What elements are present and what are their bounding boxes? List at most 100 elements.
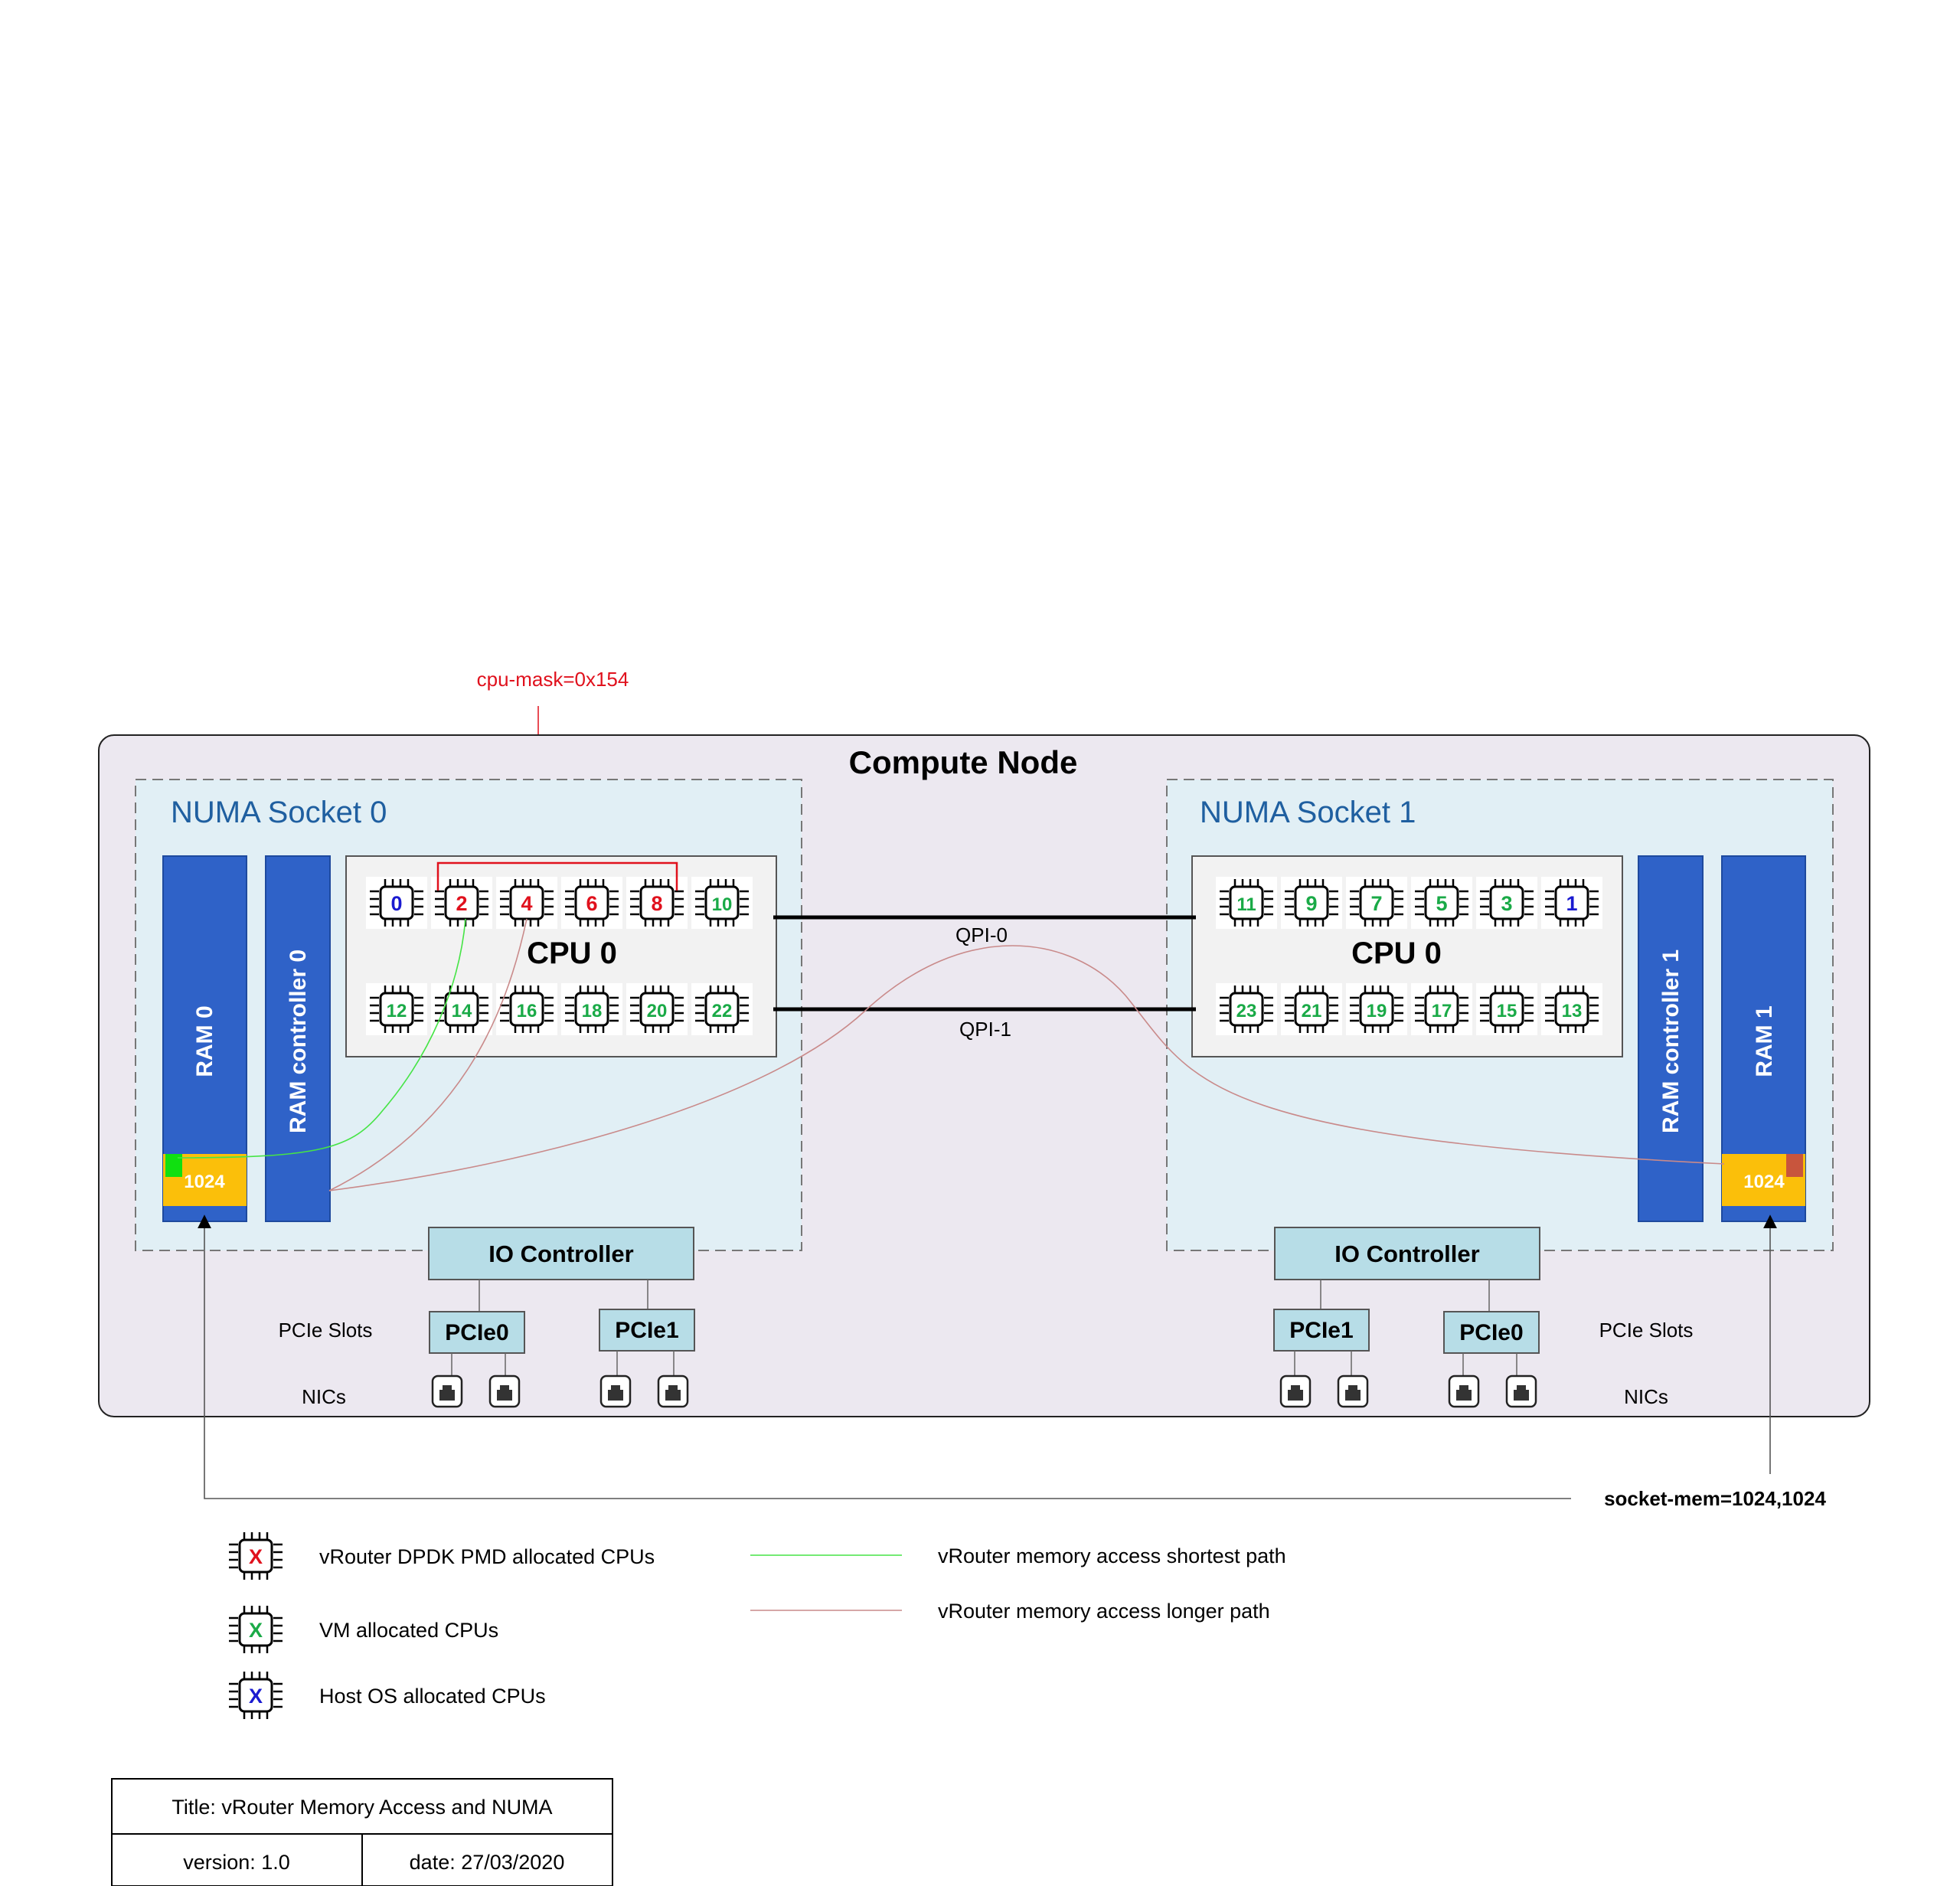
- nic-port-icon: [431, 1374, 463, 1408]
- pcie-slots-label: PCIe Slots: [279, 1319, 373, 1342]
- io-controller: [428, 1227, 694, 1280]
- title-block-date: date: 27/03/2020: [410, 1851, 565, 1874]
- hugepage-value: 1024: [184, 1172, 225, 1192]
- cpu-core-label: X: [249, 1545, 263, 1568]
- cpu-core: 10: [691, 877, 753, 929]
- cpu-core-label: X: [249, 1619, 263, 1642]
- legend-cpu-icon: X: [225, 1603, 286, 1656]
- ram-label: RAM 1: [1752, 1005, 1777, 1077]
- cpu-core: 19: [1346, 983, 1407, 1035]
- cpu-core: 7: [1346, 877, 1407, 929]
- pcie-slot-1: [1273, 1309, 1370, 1352]
- cpu-core-label: 2: [456, 892, 467, 915]
- cpu-core: 6: [561, 877, 622, 929]
- nics-label: NICs: [1624, 1385, 1668, 1408]
- cpu-core-label: 8: [651, 892, 662, 915]
- nic-port-icon: [488, 1374, 521, 1408]
- socket-mem-label: socket-mem=1024,1024: [1604, 1487, 1826, 1510]
- cpu-core: 17: [1411, 983, 1472, 1035]
- legend-path-label: vRouter memory access longer path: [938, 1600, 1270, 1623]
- socket-title: NUMA Socket 1: [1200, 796, 1416, 829]
- cpu-core-label: 0: [390, 892, 402, 915]
- cpu-core-label: 4: [521, 892, 532, 915]
- socket-mem-connector: [198, 1214, 1571, 1499]
- cpu-core-label: 5: [1436, 892, 1447, 915]
- qpi-1-label: QPI-1: [959, 1018, 1011, 1041]
- legend-cpu-label: vRouter DPDK PMD allocated CPUs: [319, 1545, 655, 1568]
- cpu-core-label: 15: [1497, 1001, 1517, 1021]
- cpu-core: 9: [1281, 877, 1342, 929]
- pcie-slot-0: [429, 1311, 525, 1354]
- pcie-slot-label: PCIe1: [1289, 1318, 1353, 1343]
- cpu-core: 14: [431, 983, 492, 1035]
- compute-node-title: Compute Node: [849, 744, 1078, 780]
- legend-cpu-icon: X: [225, 1530, 286, 1582]
- cpu-core: 3: [1476, 877, 1537, 929]
- cpu-core: 20: [626, 983, 688, 1035]
- ram-controller-label: RAM controller 0: [286, 950, 311, 1133]
- nics-label: NICs: [302, 1385, 346, 1408]
- ram-controller: [265, 855, 331, 1222]
- cpu-core: 12: [366, 983, 427, 1035]
- memory-path-shortest: [177, 918, 466, 1159]
- pcie-slot-0: [1443, 1311, 1540, 1354]
- cpu-core: 1: [1541, 877, 1602, 929]
- legend-cpu-label: Host OS allocated CPUs: [319, 1685, 546, 1708]
- cpu-core-label: 9: [1305, 892, 1317, 915]
- cpu-core: 16: [496, 983, 557, 1035]
- cpu-core: 15: [1476, 983, 1537, 1035]
- cpu-core: 0: [366, 877, 427, 929]
- io-controller: [1274, 1227, 1540, 1280]
- cpu-mask-label: cpu-mask=0x154: [477, 668, 629, 691]
- pcie-slot-label: PCIe0: [445, 1320, 508, 1345]
- cpu-core-label: 13: [1562, 1001, 1583, 1021]
- nic-port-icon: [1448, 1374, 1480, 1408]
- legend-cpu-label: VM allocated CPUs: [319, 1619, 498, 1642]
- cpu-core-label: 14: [452, 1001, 472, 1021]
- cpu-core-label: 7: [1370, 892, 1382, 915]
- nic-port-icon: [1337, 1374, 1369, 1408]
- cpu-core: 21: [1281, 983, 1342, 1035]
- title-block: Title: vRouter Memory Access and NUMA ve…: [111, 1778, 613, 1886]
- cpu-core: 23: [1216, 983, 1277, 1035]
- cpu-core: 13: [1541, 983, 1602, 1035]
- io-controller-label: IO Controller: [488, 1240, 633, 1267]
- cpu-core: 5: [1411, 877, 1472, 929]
- cpu-core-label: 21: [1302, 1001, 1322, 1021]
- cpu-core-label: 22: [712, 1001, 733, 1021]
- io-controller-label: IO Controller: [1334, 1240, 1479, 1267]
- nic-port-icon: [599, 1374, 632, 1408]
- nic-port-icon: [657, 1374, 689, 1408]
- cpu-core-label: 17: [1432, 1001, 1452, 1021]
- legend-cpu-icon: X: [225, 1669, 286, 1721]
- hugepage-usage-marker: [1786, 1154, 1803, 1177]
- nic-port-icon: [1279, 1374, 1312, 1408]
- memory-path-longer-local: [328, 918, 528, 1191]
- pcie-slots-label: PCIe Slots: [1599, 1319, 1694, 1342]
- cpu-core: 22: [691, 983, 753, 1035]
- cpu-core-label: 6: [586, 892, 597, 915]
- socket-title: NUMA Socket 0: [171, 796, 387, 829]
- cpu-core-label: 3: [1501, 892, 1512, 915]
- pcie-slot-label: PCIe0: [1459, 1320, 1523, 1345]
- cpu-core-label: 12: [387, 1001, 407, 1021]
- pcie-slot-label: PCIe1: [615, 1318, 678, 1343]
- numa-socket-1: NUMA Socket 1 RAM 1 1024 RAM controller 1 CP…: [1166, 779, 1834, 1408]
- ram-controller-label: RAM controller 1: [1658, 950, 1684, 1133]
- cpu-label: CPU 0: [1351, 936, 1442, 970]
- cpu-core: 18: [561, 983, 622, 1035]
- cpu-core: 2: [431, 877, 492, 929]
- nic-port-icon: [1505, 1374, 1537, 1408]
- pcie-slot-1: [599, 1309, 695, 1352]
- hugepage-value: 1024: [1743, 1172, 1785, 1192]
- cpu-core: 8: [626, 877, 688, 929]
- title-block-version: version: 1.0: [183, 1851, 290, 1874]
- cpu-core-label: 11: [1236, 894, 1256, 915]
- cpu-mask-bracket: [436, 861, 678, 891]
- memory-path-longer-remote: [328, 945, 1725, 1191]
- cpu-core: 11: [1216, 877, 1277, 929]
- cpu-core-label: 1: [1566, 892, 1577, 915]
- cpu-core-label: X: [249, 1685, 263, 1708]
